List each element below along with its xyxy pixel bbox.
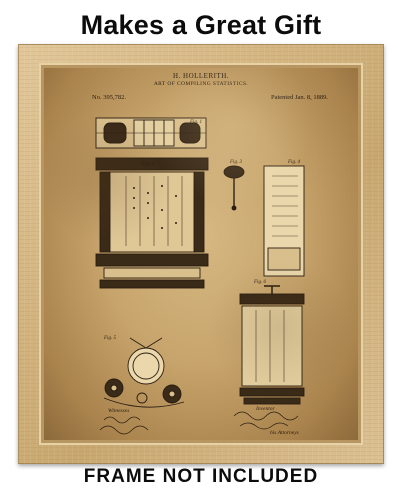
patent-drawing bbox=[95, 117, 305, 435]
fig4-drawing bbox=[263, 165, 305, 277]
patent-title: ART OF COMPILING STATISTICS. bbox=[153, 81, 249, 87]
fig6-label: Fig. 6 bbox=[254, 280, 266, 285]
fig2-drawing bbox=[95, 157, 209, 289]
patent-date: Patented Jan. 8, 1889. bbox=[270, 94, 328, 101]
fig3-label: Fig. 3 bbox=[230, 160, 242, 165]
patent-number: No. 395,782. bbox=[92, 94, 126, 101]
fig3-drawing bbox=[223, 165, 245, 211]
witnesses-label: Witnesses bbox=[108, 408, 130, 414]
fig4-label: Fig. 4 bbox=[288, 160, 300, 165]
patent-print: H. HOLLERITH. ART OF COMPILING STATISTIC… bbox=[44, 68, 358, 440]
patent-inventor: H. HOLLERITH. bbox=[172, 72, 230, 80]
fig2-label: Fig. 2 bbox=[142, 162, 154, 167]
bottom-banner: FRAME NOT INCLUDED bbox=[83, 466, 319, 487]
fig1-label: Fig. 1 bbox=[190, 120, 202, 125]
inventor-label: Inventor bbox=[256, 406, 275, 412]
fig1-drawing bbox=[95, 117, 207, 149]
signatures bbox=[99, 411, 299, 435]
fig5-drawing bbox=[103, 337, 185, 408]
attorneys-label: his Attorneys bbox=[270, 430, 299, 436]
fig5-label: Fig. 5 bbox=[104, 336, 116, 341]
top-banner: Makes a Great Gift bbox=[80, 10, 322, 40]
fig6-drawing bbox=[239, 285, 305, 405]
wooden-frame: H. HOLLERITH. ART OF COMPILING STATISTIC… bbox=[18, 44, 384, 464]
